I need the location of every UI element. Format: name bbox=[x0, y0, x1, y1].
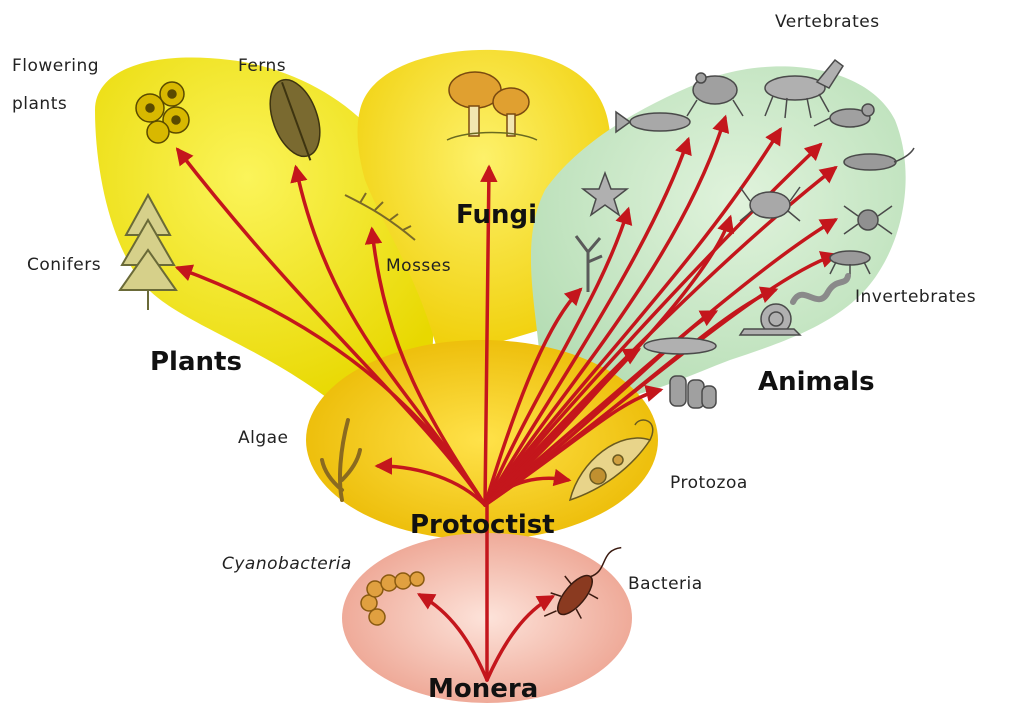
label-flowering-plants-line2: plants bbox=[12, 94, 67, 114]
flatworm-icon bbox=[644, 338, 716, 354]
kingdom-label-animals: Animals bbox=[758, 367, 875, 397]
label-cyanobacteria: Cyanobacteria bbox=[222, 554, 352, 574]
label-vertebrates: Vertebrates bbox=[775, 12, 880, 32]
kingdom-label-monera: Monera bbox=[428, 674, 538, 704]
label-bacteria: Bacteria bbox=[628, 574, 703, 594]
label-protozoa: Protozoa bbox=[670, 473, 748, 493]
kingdom-label-plants: Plants bbox=[150, 347, 242, 377]
label-flowering-plants-line1: Flowering bbox=[12, 56, 99, 76]
label-algae: Algae bbox=[238, 428, 289, 448]
label-conifers: Conifers bbox=[27, 255, 101, 275]
label-ferns: Ferns bbox=[238, 56, 286, 76]
label-mosses: Mosses bbox=[386, 256, 451, 276]
kingdom-label-protoctist: Protoctist bbox=[410, 510, 555, 540]
kingdom-label-fungi: Fungi bbox=[456, 200, 537, 230]
label-invertebrates: Invertebrates bbox=[855, 287, 976, 307]
sponge-icon bbox=[670, 376, 716, 408]
